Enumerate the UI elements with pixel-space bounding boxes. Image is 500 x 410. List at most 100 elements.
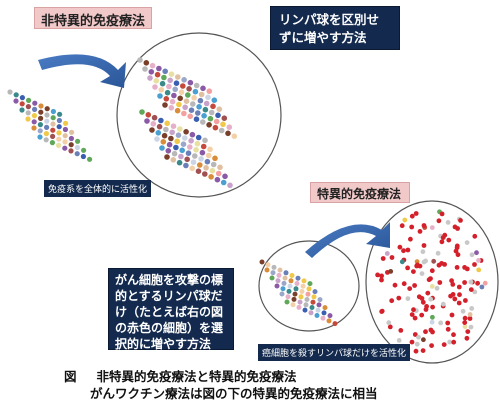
lymphocyte-cell bbox=[151, 114, 158, 121]
lymphocyte-cell bbox=[474, 250, 479, 256]
lymphocyte-cell bbox=[200, 143, 207, 150]
lymphocyte-cell bbox=[472, 233, 478, 239]
lymphocyte-cell bbox=[289, 273, 295, 278]
lymphocyte-cell bbox=[417, 229, 423, 234]
lymphocyte-cell bbox=[182, 135, 188, 141]
lymphocyte-cell bbox=[74, 151, 80, 157]
lymphocyte-cell bbox=[456, 300, 462, 306]
lymphocyte-cell bbox=[450, 292, 456, 297]
lymphocyte-cell bbox=[220, 121, 226, 128]
lymphocyte-cell bbox=[56, 130, 62, 136]
curved-arrow-lower bbox=[305, 222, 390, 258]
lymphocyte-cell bbox=[187, 113, 193, 120]
lymphocyte-cell bbox=[479, 284, 485, 290]
lymphocyte-cell bbox=[25, 104, 31, 110]
lymphocyte-cell bbox=[177, 95, 183, 102]
lymphocyte-cell bbox=[139, 109, 145, 115]
lymphocyte-cell bbox=[472, 289, 478, 295]
lymphocyte-cell bbox=[177, 126, 183, 132]
lymphocyte-cell bbox=[429, 319, 435, 325]
lymphocyte-cell bbox=[309, 305, 315, 310]
lymphocyte-cell bbox=[164, 120, 170, 127]
lymphocyte-cell bbox=[159, 145, 165, 151]
lymphocyte-cell bbox=[175, 132, 182, 138]
lymphocyte-cell bbox=[158, 117, 164, 124]
lymphocyte-cell bbox=[57, 111, 63, 117]
lymphocyte-cell bbox=[176, 159, 183, 166]
lymphocyte-cell bbox=[207, 146, 213, 153]
lymphocyte-cell bbox=[183, 162, 189, 169]
lymphocyte-cell bbox=[209, 167, 216, 174]
lymphocyte-cell bbox=[187, 79, 194, 86]
lymphocyte-cell bbox=[189, 165, 195, 172]
lymphocyte-cell bbox=[419, 312, 425, 318]
lymphocyte-cell bbox=[430, 314, 435, 320]
lymphocyte-cell bbox=[429, 284, 435, 289]
lymphocyte-cell bbox=[265, 262, 271, 268]
lymphocyte-cell bbox=[298, 294, 304, 300]
lymphocyte-cell bbox=[429, 268, 435, 274]
lymphocyte-cell bbox=[388, 269, 394, 274]
lymphocyte-cell bbox=[380, 256, 386, 261]
lymphocyte-cell bbox=[396, 295, 402, 301]
curved-arrow-upper bbox=[38, 54, 126, 88]
lymphocyte-cell bbox=[447, 339, 453, 345]
lymphocyte-cell bbox=[429, 225, 435, 231]
lymphocyte-cell bbox=[180, 141, 187, 147]
lymphocyte-cell bbox=[44, 124, 50, 130]
specific-note-box: 癌細胞を殺すリンパ球だけを活性化 bbox=[258, 344, 411, 361]
lymphocyte-cell bbox=[276, 272, 282, 278]
lymphocyte-cell bbox=[468, 287, 474, 292]
lymphocyte-cell bbox=[280, 286, 286, 292]
lymphocyte-cell bbox=[290, 302, 296, 308]
lymphocyte-cell bbox=[203, 100, 210, 107]
lymphocyte-cell bbox=[87, 156, 93, 162]
lymphocyte-cell bbox=[305, 291, 311, 297]
lymphocyte-cell bbox=[31, 113, 37, 119]
lymphocyte-cell bbox=[464, 240, 470, 246]
lymphocyte-cell bbox=[312, 289, 318, 295]
lymphocyte-cell bbox=[37, 122, 44, 128]
lymphocyte-cell bbox=[423, 258, 428, 264]
lymphocyte-cell bbox=[287, 283, 293, 289]
lymphocyte-cell bbox=[482, 280, 488, 286]
lymphocyte-cell bbox=[200, 119, 206, 125]
lymphocyte-cell bbox=[154, 71, 161, 78]
specific-title-box: 特異的免疫療法 bbox=[310, 182, 410, 203]
lymphocyte-cell bbox=[455, 226, 460, 231]
lymphocyte-cell bbox=[327, 313, 333, 319]
lymphocyte-cell bbox=[438, 320, 444, 326]
lymphocyte-cell bbox=[445, 320, 451, 326]
lymphocyte-cell bbox=[449, 312, 455, 318]
lymphocyte-cell bbox=[19, 95, 25, 101]
lymphocyte-cell bbox=[231, 133, 238, 139]
lymphocyte-cell bbox=[218, 127, 225, 134]
lymphocyte-cell bbox=[451, 332, 456, 338]
lymphocyte-cell bbox=[304, 297, 310, 302]
lymphocyte-cell bbox=[137, 57, 143, 63]
lymphocyte-cell bbox=[211, 97, 218, 103]
lymphocyte-cell bbox=[452, 296, 458, 302]
lymphocyte-cell bbox=[405, 265, 410, 271]
lymphocyte-cell bbox=[462, 280, 467, 285]
lymphocyte-cell bbox=[13, 92, 19, 98]
lymphocyte-cell bbox=[409, 224, 415, 230]
lymphocyte-cell bbox=[420, 299, 426, 305]
lymphocyte-cell bbox=[199, 149, 206, 156]
lymphocyte-cell bbox=[455, 252, 461, 258]
lymphocyte-cell bbox=[408, 236, 413, 242]
lymphocyte-cell bbox=[50, 121, 56, 127]
lymphocyte-cell bbox=[182, 104, 188, 111]
lymphocyte-cell bbox=[155, 130, 162, 136]
lymphocyte-cell bbox=[203, 165, 209, 171]
lymphocyte-cell bbox=[152, 84, 158, 90]
lymphocyte-cell bbox=[192, 153, 198, 159]
lymphocyte-cell bbox=[148, 69, 155, 75]
lymphocyte-cell bbox=[288, 278, 294, 284]
lymphocyte-cell bbox=[226, 124, 233, 130]
lymphocyte-cell bbox=[445, 220, 451, 225]
nonspecific-method-text: リンパ球を区別せずに増やす方法 bbox=[279, 12, 380, 45]
lymphocyte-cell bbox=[398, 328, 404, 333]
lymphocyte-cell bbox=[399, 259, 405, 265]
lymphocyte-cell bbox=[197, 97, 204, 104]
